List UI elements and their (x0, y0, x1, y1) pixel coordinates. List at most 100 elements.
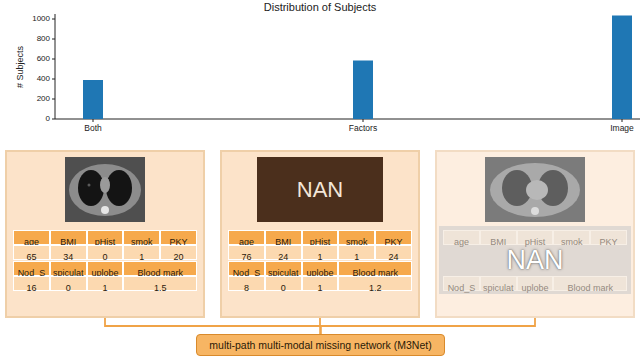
title-text: Distribution of Subjects (264, 1, 377, 13)
cell-text: PKY (600, 236, 618, 249)
ct-body (69, 164, 141, 216)
value-cell: 1.5 (123, 276, 197, 291)
axis-label-text: 1000 (32, 14, 50, 23)
header-cell: uplobe (302, 261, 339, 276)
header-cell: age (13, 230, 50, 245)
missing-image-box: NAN (257, 157, 383, 222)
cell-text: 16 (26, 282, 36, 295)
value-cell: 76 (228, 245, 265, 260)
value-cell: 24 (375, 245, 412, 260)
connector (105, 318, 321, 334)
cell-text: Blood mark (567, 282, 613, 295)
header-cell: BMI (265, 230, 302, 245)
axis-label-text: Both (84, 123, 102, 133)
ct-background (485, 157, 585, 222)
tick-label: 400 (0, 74, 50, 84)
axis-label-text: 800 (37, 34, 50, 43)
value-cell: 1.2 (338, 276, 412, 291)
value-cell: 1 (87, 276, 124, 291)
tick-mark (622, 119, 623, 122)
value-cell: 20 (160, 245, 197, 260)
header-cell: pHist (302, 230, 339, 245)
ct-body (490, 163, 580, 217)
axis-label-text: 200 (37, 94, 50, 103)
category-label: Both (53, 123, 133, 133)
header-cell: PKY (375, 230, 412, 245)
header-cell: PKY (590, 230, 627, 245)
tick-mark (52, 99, 55, 100)
overlay-rect (439, 226, 631, 294)
header-cell: age (228, 230, 265, 245)
value-cell: 8 (228, 276, 265, 291)
value-cell: 0 (87, 245, 124, 260)
value-cell: 1 (123, 245, 160, 260)
category-label: Image (582, 123, 640, 133)
header-cell: BMI (50, 230, 87, 245)
category-label: Factors (323, 123, 403, 133)
missing-text: NAN (506, 245, 563, 275)
cell-text: 0 (281, 282, 286, 295)
axis-label-text: Image (610, 123, 634, 133)
ct-image (65, 157, 145, 222)
tick-label: 0 (0, 114, 50, 124)
sample-panel: ageBMIpHistsmokPKY76241124Nod_Sspiculatu… (220, 150, 420, 318)
tick-mark (52, 39, 55, 40)
value-cell: 1 (302, 245, 339, 260)
header-cell: spiculat (265, 261, 302, 276)
value-cell: 0 (265, 276, 302, 291)
tick-mark (52, 59, 55, 60)
ct-nodule (88, 184, 91, 187)
header-cell: Blood mark (338, 261, 412, 276)
axis-label-text: 400 (37, 74, 50, 83)
axis-label-text: 0 (46, 114, 50, 123)
model-text: multi-path multi-modal missing network (… (209, 339, 431, 351)
header-cell: PKY (160, 230, 197, 245)
sample-panel: ageBMIpHistsmokPKYNod_SspiculatuplobeBlo… (435, 150, 635, 318)
axis-label-text: Factors (349, 123, 377, 133)
cell-text: spiculat (483, 282, 514, 295)
ct-lung (78, 170, 104, 206)
tick-label: 1000 (0, 14, 50, 24)
tick-label: 200 (0, 94, 50, 104)
header-cell: uplobe (87, 261, 124, 276)
header-cell: Blood mark (553, 276, 627, 291)
tick-mark (363, 119, 364, 122)
tick-label: 600 (0, 54, 50, 64)
chart-title: Distribution of Subjects (0, 1, 640, 14)
header-cell: Blood mark (123, 261, 197, 276)
header-cell: Nod_S (228, 261, 265, 276)
cell-text: 1.5 (154, 282, 167, 295)
missing-text: NAN (297, 177, 343, 202)
value-cell: 1 (302, 276, 339, 291)
tick-mark (93, 119, 94, 122)
tick-label: 800 (0, 34, 50, 44)
header-cell: uplobe (517, 276, 554, 291)
header-cell: Nod_S (443, 276, 480, 291)
axis-label-text: 600 (37, 54, 50, 63)
header-cell: pHist (517, 230, 554, 245)
sample-panel: ageBMIpHistsmokPKY65340120Nod_Sspiculatu… (5, 150, 205, 318)
cell-text: 1 (102, 282, 107, 295)
value-cell: 34 (50, 245, 87, 260)
bar (83, 80, 103, 119)
bar (612, 16, 632, 120)
header-cell: spiculat (480, 276, 517, 291)
header-cell: age (443, 230, 480, 245)
value-cell: 1 (338, 245, 375, 260)
cell-text: BMI (490, 236, 506, 249)
tick-mark (52, 119, 55, 120)
tick-mark (52, 19, 55, 20)
cell-text: age (454, 236, 469, 249)
ct-background (65, 157, 145, 222)
header-cell: smok (123, 230, 160, 245)
value-cell: 65 (13, 245, 50, 260)
header-cell: smok (553, 230, 590, 245)
x-axis (55, 119, 640, 120)
cell-text: Nod_S (448, 282, 476, 295)
header-cell: Nod_S (13, 261, 50, 276)
value-cell: 16 (13, 276, 50, 291)
cell-text: 0 (66, 282, 71, 295)
tick-mark (52, 79, 55, 80)
